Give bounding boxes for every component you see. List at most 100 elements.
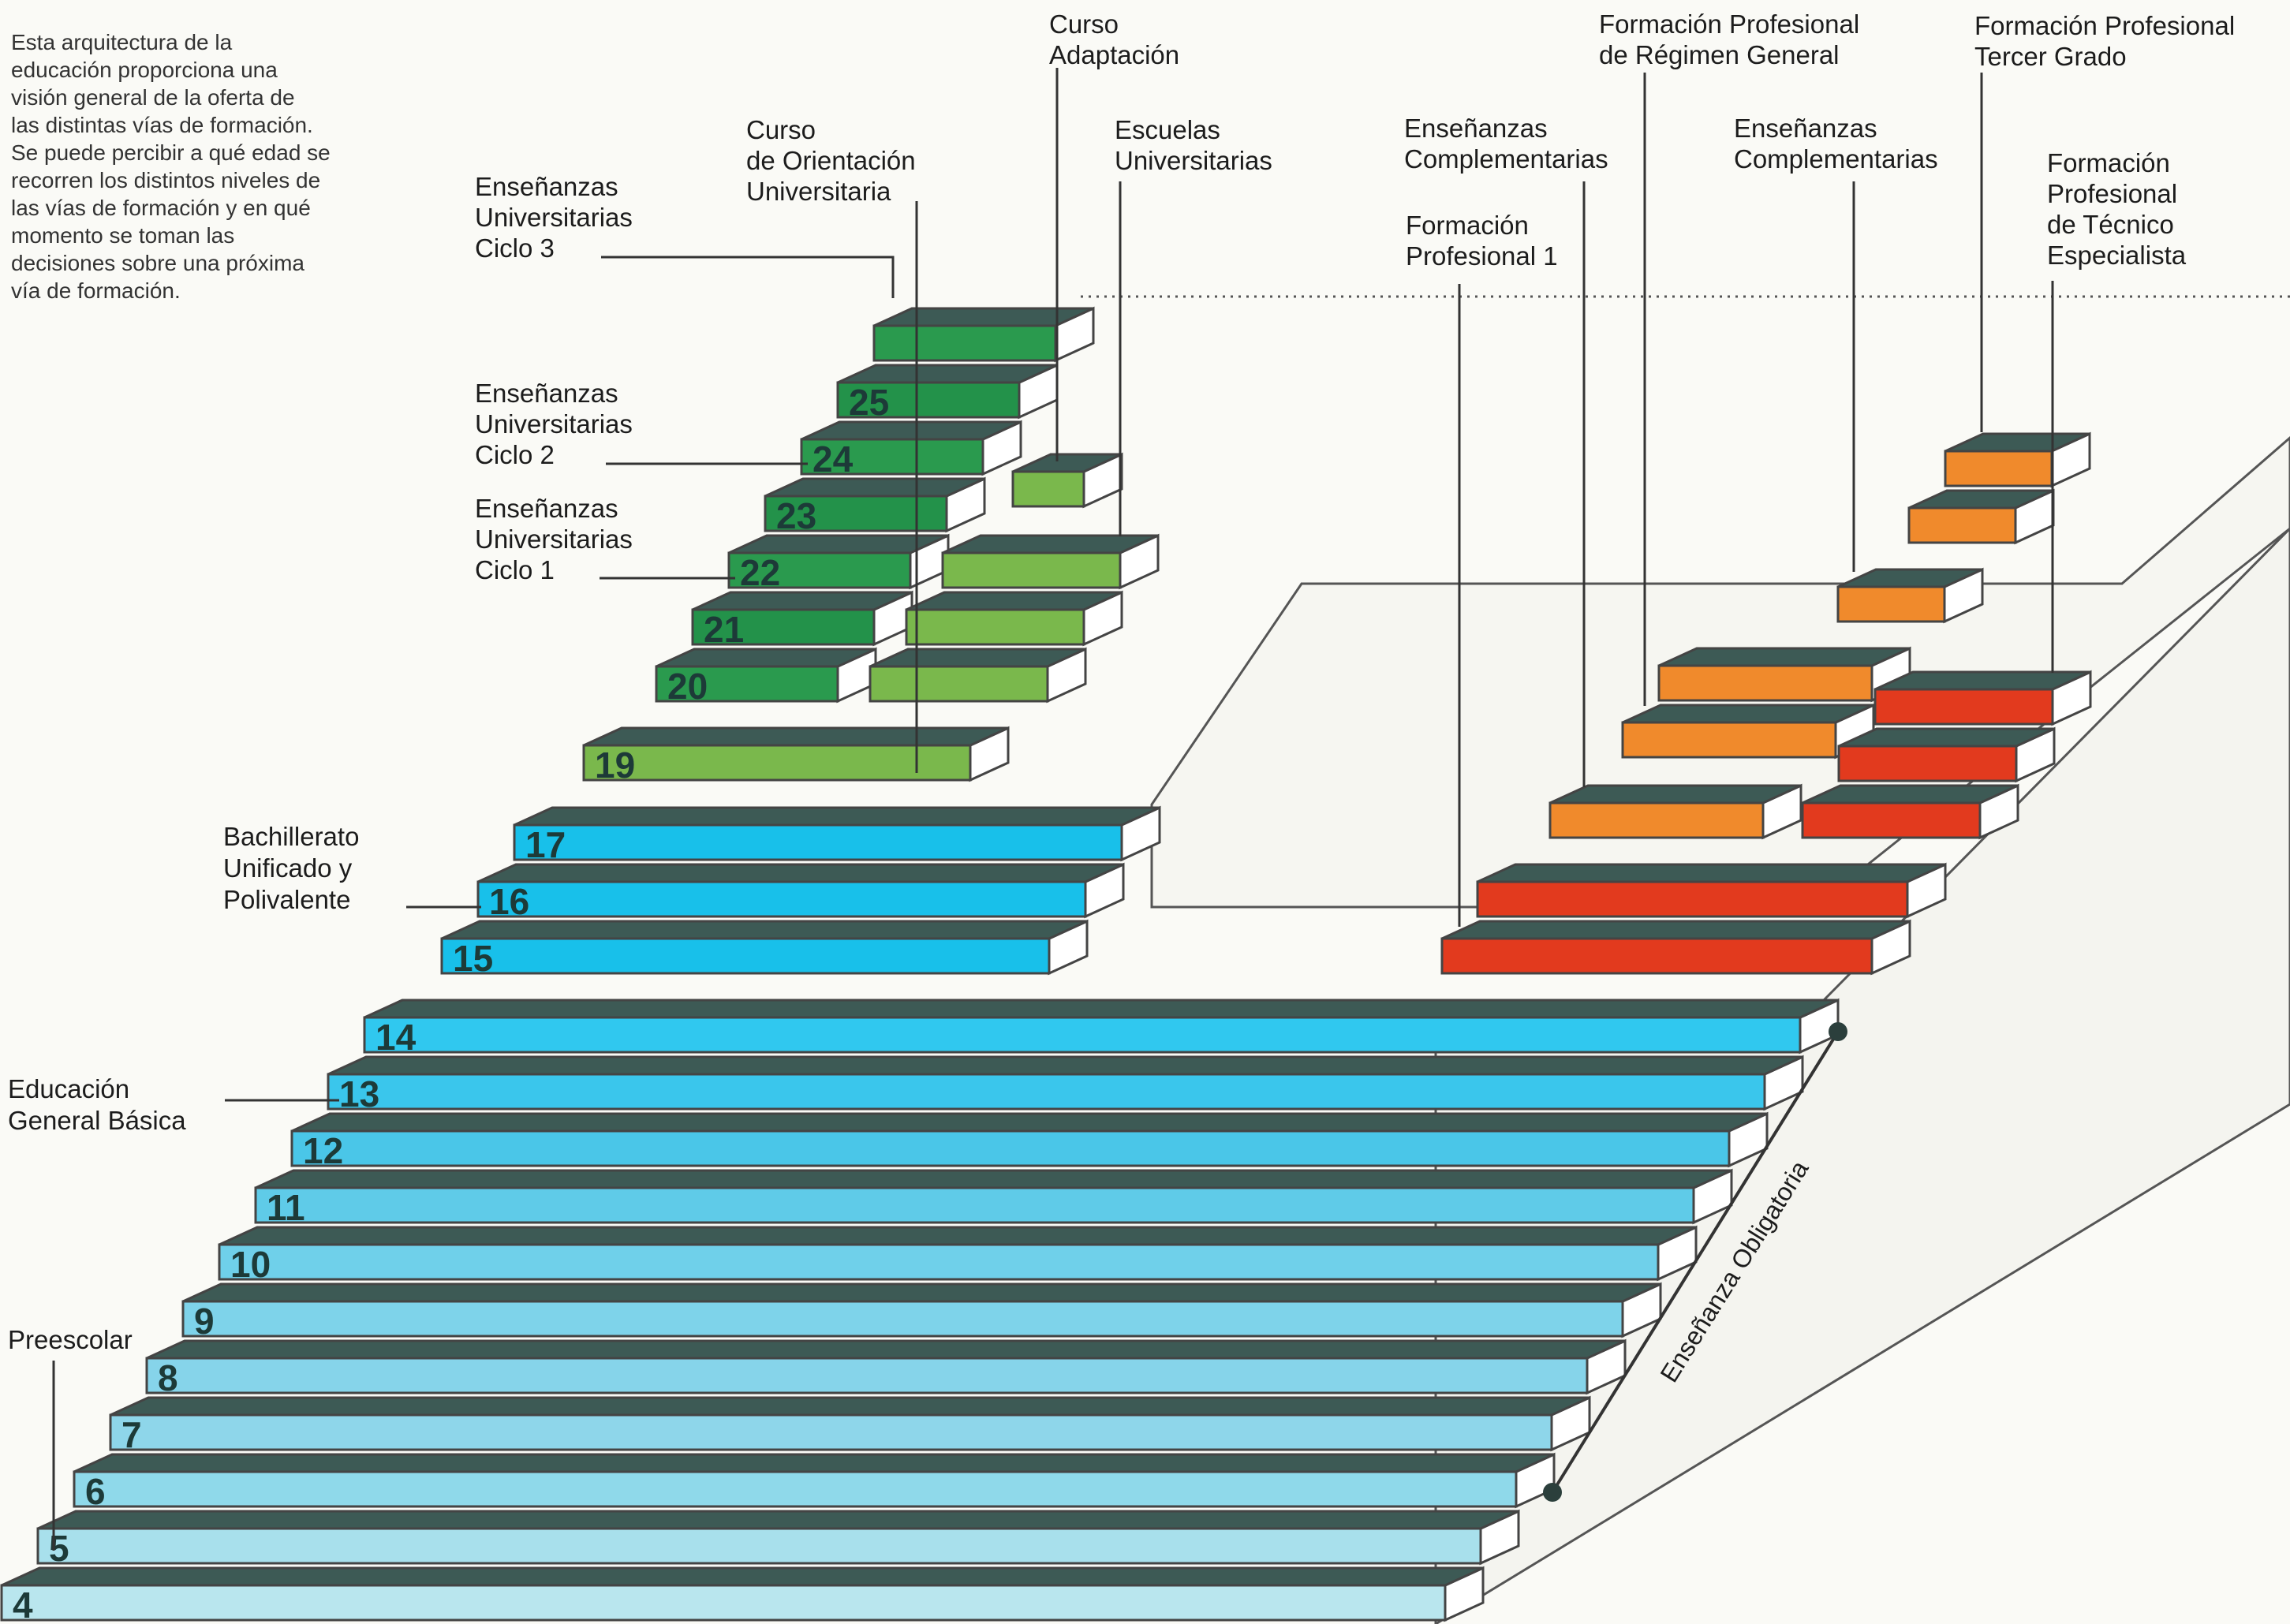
step-age-11-front [254,1186,1695,1224]
fp-tercer-grado-step-1-front [1907,506,2017,544]
step-age-20-tread [656,648,876,668]
age-13: 13 [339,1073,379,1114]
fp1-step-1-tread [1441,920,1911,940]
step-age-undefined-front [872,324,1057,362]
step-age-14 [363,998,1840,1055]
fp1-step-2-tread [1477,863,1946,883]
label-bup-line-1: Bachillerato [223,822,359,851]
fp-tecnico-step-1 [1801,783,2019,840]
fp1-step-2-front [1476,880,1909,918]
step-age-20-front [655,665,839,703]
fp1-step-2 [1476,862,1947,919]
step-age-6-front [73,1470,1518,1508]
bracket-dot-top [1829,1022,1847,1041]
step-age-21-tread [692,591,913,611]
label-cou-line-3: Universitaria [746,177,891,206]
fp-regimen-general-step-1-front [1621,721,1837,759]
step-age-23-tread [764,477,985,498]
step-age-24-tread [801,420,1022,441]
step-age-16 [476,862,1125,919]
age-23: 23 [776,495,816,536]
step-age-10 [218,1225,1698,1282]
step-age-25-tread [837,364,1058,384]
label-fp-regimen-general-line-2: de Régimen General [1599,40,1840,69]
step-age-4 [0,1566,1485,1622]
bracket-dot-bottom [1543,1483,1562,1502]
age-4: 4 [13,1585,33,1624]
age-22: 22 [740,552,780,593]
step-age-7 [109,1395,1591,1452]
escuelas-universitarias-step-1-tread [869,648,1086,668]
step-age-24 [800,420,1022,476]
step-age-20 [655,647,877,704]
step-age-5-front [36,1527,1482,1565]
label-fp-tercer-grado-line-1: Formación Profesional [1974,11,2235,40]
fp1-step-1 [1440,919,1911,976]
label-egb-line-1: Educación [8,1074,129,1103]
age-12: 12 [303,1130,343,1171]
step-age-14-tread [364,999,1839,1019]
age-19: 19 [595,745,635,786]
step-age-5-tread [37,1510,1519,1530]
fp1-step-1-front [1440,937,1873,975]
label-univ-ciclo2-line-1: Enseñanzas [475,379,618,408]
escuelas-universitarias-step-3-front [941,551,1122,589]
step-age-6-tread [73,1453,1555,1473]
label-univ-ciclo3-line-3: Ciclo 3 [475,233,555,263]
step-age-4-front [0,1584,1447,1622]
step-age-21 [691,590,913,647]
label-bup-line-2: Unificado y [223,853,353,883]
label-curso-adaptacion-line-1: Curso [1049,9,1119,39]
fp-tecnico-step-2-tread [1838,727,2055,748]
step-age-5 [36,1509,1520,1566]
label-fp-tecnico-especialista-line-4: Especialista [2047,241,2187,270]
step-age-23-front [764,495,948,532]
step-age-16-front [476,880,1087,918]
escuelas-universitarias-step-1-front [869,665,1049,703]
step-age-22-front [727,551,912,589]
age-8: 8 [158,1357,178,1398]
step-age-18-front [582,744,972,782]
step-age-12-front [290,1129,1731,1167]
label-curso-adaptacion-line-2: Adaptación [1049,40,1179,69]
step-age-6 [73,1452,1556,1509]
escuelas-universitarias-step-3-tread [942,534,1159,554]
label-egb-line-2: General Básica [8,1106,186,1135]
fp-tecnico-step-2-front [1837,745,2018,782]
step-age-18 [582,726,1010,782]
fp-tecnico-step-2 [1837,726,2056,783]
label-bup-line-3: Polivalente [223,885,350,914]
label-ens-complementarias-1-line-1: Enseñanzas [1404,114,1548,143]
step-age-7-tread [110,1396,1590,1417]
label-escuelas-universitarias-line-1: Escuelas [1115,115,1220,144]
step-age-7-front [109,1413,1553,1451]
label-fp-tecnico-especialista-line-1: Formación [2047,148,2170,177]
label-preescolar-line-1: Preescolar [8,1325,133,1354]
step-age-18-tread [583,726,1009,747]
step-age-15-tread [441,920,1088,940]
age-9: 9 [194,1301,215,1342]
ens-complementarias-2-step-front [1836,585,1946,623]
step-age-8-tread [146,1339,1626,1360]
description-text: Esta arquitectura de la educación propor… [11,30,331,303]
fp-regimen-general-step-1-tread [1622,704,1874,724]
step-age-24-front [800,438,984,476]
label-fp-tecnico-especialista-line-3: de Técnico [2047,210,2174,239]
label-univ-ciclo1-line-1: Enseñanzas [475,494,618,523]
step-age-17-front [513,823,1123,861]
ens-complementarias-1-step-front [1548,801,1765,839]
label-univ-ciclo3-line-2: Universitarias [475,203,633,232]
step-age-8 [145,1338,1627,1395]
step-age-21-front [691,608,876,646]
step-age-undefined-tread [873,307,1094,327]
label-preescolar: Preescolar [8,1325,133,1551]
